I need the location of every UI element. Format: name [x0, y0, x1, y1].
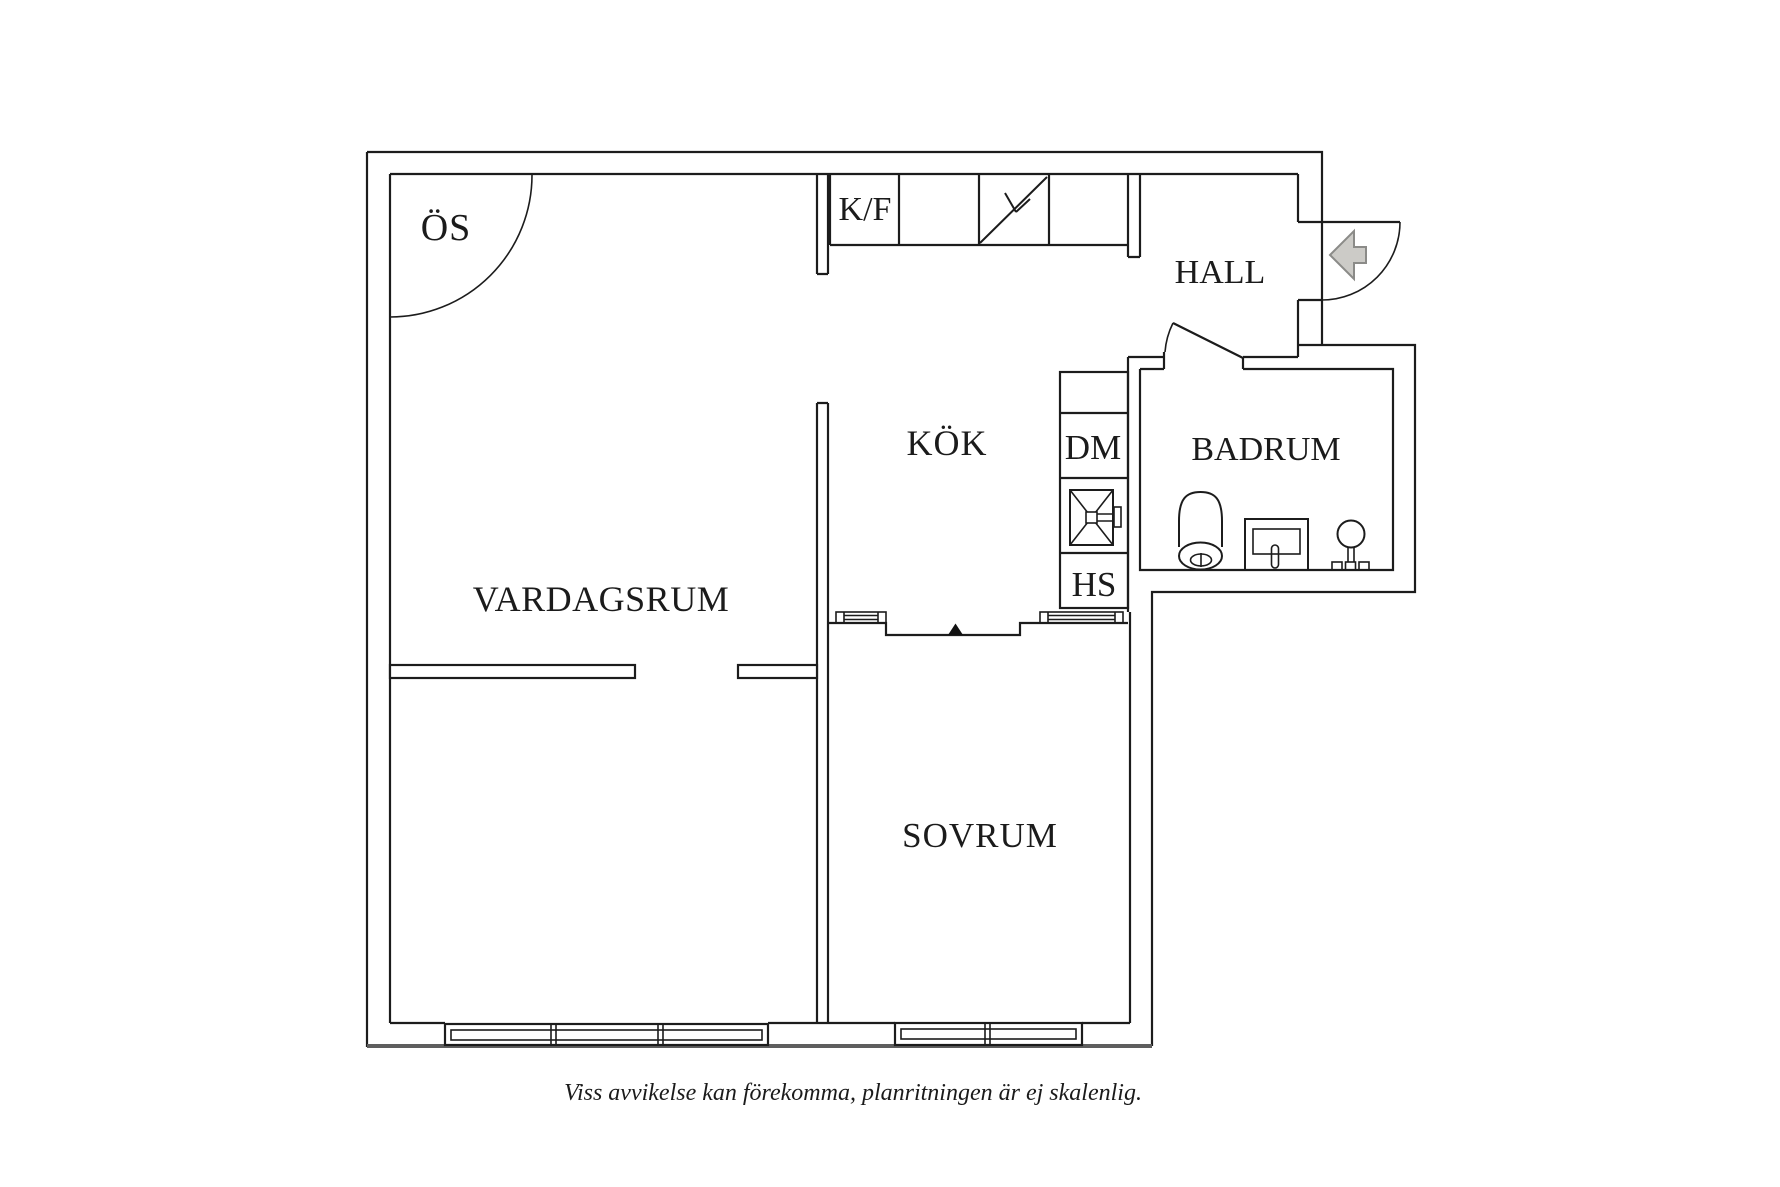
- wall-kok-sovrum-boundary: [828, 621, 1128, 637]
- wall-hall-bottom: [1126, 355, 1165, 612]
- toilet-bowl-icon: [1178, 490, 1223, 547]
- badrum-door-leaf: [1172, 322, 1244, 359]
- sink-faucet-handle: [1113, 506, 1122, 528]
- stove-icon: [979, 176, 1048, 244]
- wall-badrum-outer-and-right: [1150, 343, 1417, 1046]
- wall-badrum-inner-box: [1138, 367, 1395, 572]
- window-vardagsrum-mullions: [550, 1024, 664, 1045]
- sink-icon: [1069, 489, 1114, 546]
- room-labels: VARDAGSRUM SOVRUM KÖK HALL BADRUM ÖS K/F…: [421, 191, 1341, 855]
- window-sovrum: [893, 1021, 1084, 1047]
- disclaimer-caption: Viss avvikelse kan förekomma, planritnin…: [564, 1080, 1142, 1106]
- glass-track-right: [1039, 611, 1124, 624]
- washbasin-faucet: [1270, 544, 1280, 569]
- interior-walls: [388, 174, 1395, 1025]
- sink-faucet: [1097, 513, 1114, 522]
- window-sovrum-glass: [900, 1028, 1077, 1040]
- wall-stub-kitchen-left: [815, 174, 830, 276]
- badrum-door-swing-arc: [1164, 322, 1174, 353]
- annotation-dm: DM: [1065, 428, 1121, 467]
- pedestal-sink-base-right: [1358, 561, 1370, 571]
- entry-door: [1298, 220, 1401, 302]
- annotation-hs: HS: [1072, 565, 1117, 604]
- appliance-strip-outline: [1058, 370, 1130, 610]
- annotation-os: ÖS: [421, 207, 472, 249]
- entry-door-swing-arc: [1321, 221, 1401, 301]
- window-vardagsrum: [443, 1022, 770, 1047]
- wall-badrum-door-jambs: [1140, 352, 1245, 371]
- badrum-door: [1164, 322, 1244, 359]
- pedestal-sink-icon: [1336, 519, 1366, 549]
- half-wall-right: [736, 663, 819, 680]
- bathroom-fixtures: [1178, 490, 1370, 571]
- kitchen-appliance-strip: [1058, 370, 1130, 610]
- pedestal-sink-stem: [1347, 547, 1355, 562]
- room-label-hall: HALL: [1175, 254, 1266, 291]
- entry-arrow-icon: [1328, 228, 1367, 282]
- room-label-sovrum: SOVRUM: [902, 816, 1058, 855]
- glass-track-left-lines: [843, 612, 879, 623]
- room-label-badrum: BADRUM: [1191, 431, 1340, 468]
- fireplace-arc-icon: [389, 174, 533, 318]
- kok-sovrum-opening: [835, 611, 1124, 635]
- room-label-kok: KÖK: [907, 423, 988, 463]
- window-vardagsrum-glass: [450, 1029, 763, 1041]
- sink-drain: [1085, 511, 1098, 524]
- kitchen-cabinets: [828, 175, 1128, 247]
- glass-track-left: [835, 611, 887, 624]
- pedestal-sink-base-mid: [1344, 561, 1357, 571]
- opening-direction-triangle-icon: [948, 623, 963, 635]
- annotation-kf: K/F: [839, 191, 892, 228]
- room-label-vardagsrum: VARDAGSRUM: [473, 579, 729, 619]
- washbasin-bowl: [1252, 528, 1301, 555]
- cabinet-cells: [828, 175, 1128, 247]
- appliance-strip-dividers: [1060, 411, 1128, 555]
- wall-top-and-right-outer: [367, 150, 1324, 345]
- entry-door-jambs: [1298, 220, 1400, 302]
- window-sovrum-mullion: [984, 1023, 991, 1045]
- pedestal-sink-base-left: [1331, 561, 1343, 571]
- washbasin-icon: [1244, 518, 1309, 571]
- windows: [443, 1021, 1084, 1047]
- half-wall-left: [388, 663, 637, 680]
- wall-vardagsrum-kok-divider: [815, 401, 830, 1023]
- wall-stub-kitchen-right: [1126, 174, 1142, 259]
- glass-track-right-lines: [1047, 612, 1116, 623]
